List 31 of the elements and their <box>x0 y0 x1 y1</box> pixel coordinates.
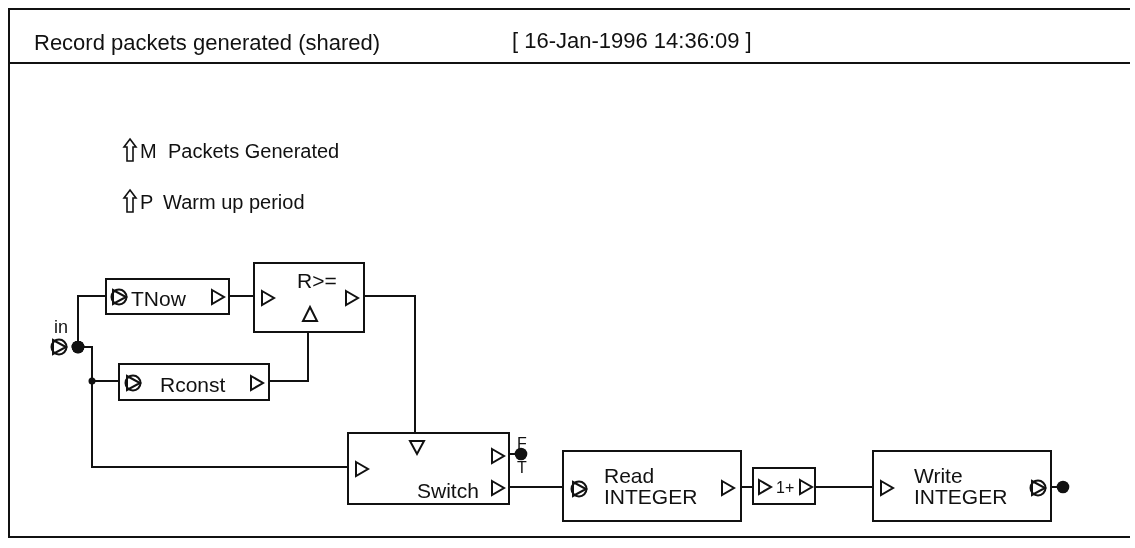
block-label: Read INTEGER <box>604 465 699 507</box>
connector <box>509 447 528 461</box>
connector <box>364 295 416 433</box>
block-box <box>118 363 270 401</box>
block-box <box>562 450 742 522</box>
timestamp: [ 16-Jan-1996 14:36:09 ] <box>512 30 752 52</box>
title: Record packets generated (shared) <box>34 30 381 56</box>
connector <box>815 486 873 488</box>
block-label: TNow <box>131 288 186 309</box>
block-label: Write INTEGER <box>914 465 1009 507</box>
connector <box>269 332 309 382</box>
label: P <box>140 192 154 212</box>
connector <box>509 486 563 488</box>
block-box <box>752 467 816 505</box>
block-box <box>105 278 230 315</box>
comparator-block <box>253 262 365 333</box>
block-label: 1+ <box>776 480 795 496</box>
block-box <box>872 450 1052 522</box>
label: M <box>140 141 157 161</box>
port-label: F <box>517 436 527 452</box>
block-label: Switch <box>417 480 479 501</box>
block-label: in <box>54 318 68 336</box>
connector <box>71 340 348 468</box>
connector <box>1051 480 1070 494</box>
block-label: Rconst <box>160 374 226 395</box>
port-label: T <box>517 460 527 476</box>
label: Warm up period <box>163 192 305 212</box>
label: Packets Generated <box>168 141 340 161</box>
block-label: R>= <box>297 270 337 291</box>
connector <box>741 486 753 488</box>
connector <box>229 295 254 297</box>
